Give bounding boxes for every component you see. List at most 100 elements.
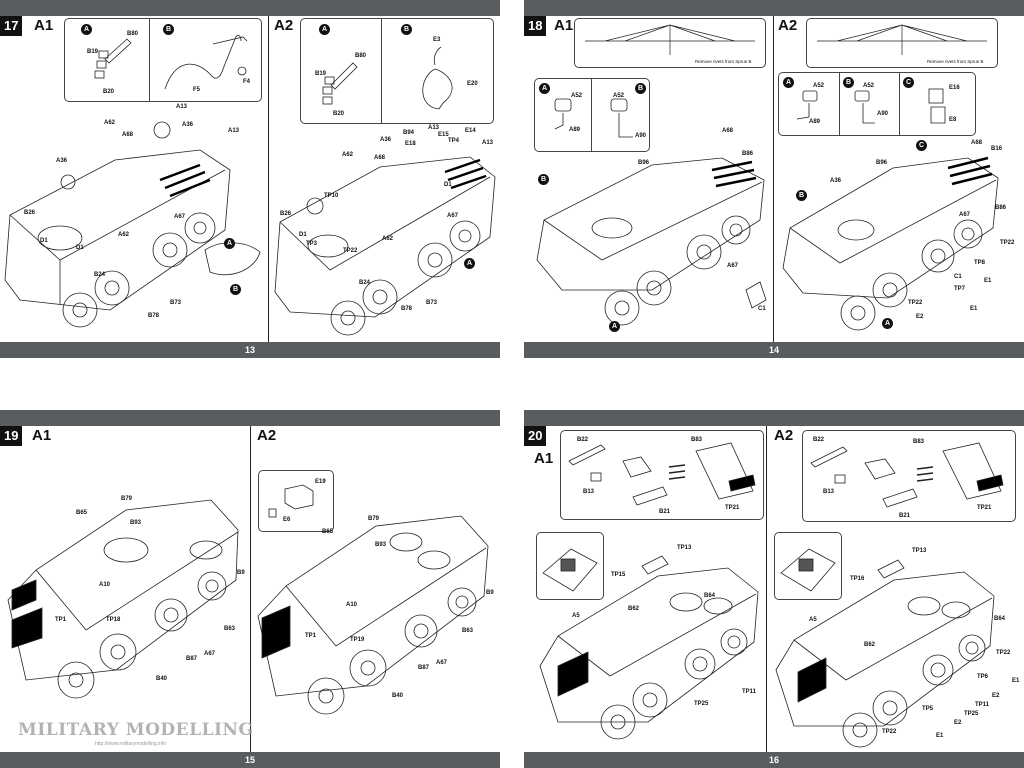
part-label: B86 <box>995 205 1007 211</box>
part-label: B63 <box>462 628 474 634</box>
parts-drawing <box>94 35 248 90</box>
part-label: E14 <box>465 128 476 134</box>
variant-title-a2: A2 <box>778 17 798 34</box>
part-label: B19 <box>315 71 327 77</box>
part-label: B21 <box>899 513 911 519</box>
part-label: D1 <box>40 238 48 244</box>
callout-b: B <box>163 24 174 35</box>
part-label: B78 <box>148 313 160 319</box>
part-label: E1 <box>970 306 978 312</box>
inset-drawing <box>780 548 836 592</box>
part-label: B80 <box>127 31 139 37</box>
part-label: TP21 <box>977 505 992 511</box>
part-label: A67 <box>447 213 459 219</box>
part-label: B40 <box>392 693 404 699</box>
part-label: F5 <box>193 87 201 93</box>
part-label: D1 <box>76 245 84 251</box>
page-number: 16 <box>524 752 1024 768</box>
part-label: B26 <box>24 210 36 216</box>
callout-a: A <box>464 258 475 269</box>
part-label: B62 <box>864 642 876 648</box>
part-label: A10 <box>346 602 358 608</box>
part-label: B13 <box>583 489 595 495</box>
part-label: B78 <box>401 306 413 312</box>
page-number: 13 <box>0 342 500 358</box>
step-number: 18 <box>524 16 547 36</box>
part-label: E3 <box>433 37 441 43</box>
callout-a: A <box>882 318 893 329</box>
part-label: E2 <box>992 693 1000 699</box>
detail-box: A B B19 B80 B20 E3 E20 <box>300 18 494 124</box>
parts-drawing <box>322 46 453 110</box>
detail-box: A B B19 B80 B20 F5 F4 <box>64 18 262 102</box>
part-label: A62 <box>104 120 116 126</box>
part-label: TP6 <box>977 674 989 680</box>
part-label: E2 <box>916 314 924 320</box>
part-label: A52 <box>863 83 875 89</box>
part-label: B20 <box>333 111 345 117</box>
part-label: B22 <box>813 437 825 443</box>
part-label: B40 <box>156 676 168 682</box>
instruction-page: 18 A1 A2 Remove rivets from Sprue B Remo… <box>524 0 1024 358</box>
part-label: TP25 <box>694 701 709 707</box>
part-label: B64 <box>994 616 1006 622</box>
step-number: 17 <box>0 16 23 36</box>
parts-drawing <box>554 98 633 138</box>
part-label: A10 <box>99 582 111 588</box>
part-label: B80 <box>355 53 367 59</box>
part-label: A67 <box>436 660 448 666</box>
callout-b: B <box>538 174 549 185</box>
part-label: E20 <box>467 81 478 87</box>
part-label: TP13 <box>677 545 692 551</box>
column-divider <box>250 426 251 752</box>
part-label: TP19 <box>350 637 365 643</box>
detail-box: Remove rivets from Sprue B <box>806 18 998 68</box>
variant-title-a1: A1 <box>554 17 574 34</box>
callout-b: B <box>796 190 807 201</box>
part-label: E1 <box>936 733 944 739</box>
part-label: E15 <box>438 132 449 138</box>
part-label: A52 <box>813 83 825 89</box>
part-label: TP16 <box>850 576 865 582</box>
watermark: MILITARY MODELLING <box>18 720 254 740</box>
part-label: A68 <box>722 128 734 134</box>
part-label: TP21 <box>725 505 740 511</box>
callout-b: B <box>401 24 412 35</box>
part-label: E2 <box>954 720 962 726</box>
part-label: B87 <box>186 656 198 662</box>
detail-box: E19 E6 <box>258 470 334 532</box>
inset-drawing <box>542 548 598 592</box>
part-label: B20 <box>103 89 115 95</box>
part-label: E6 <box>283 517 291 523</box>
part-label: TP11 <box>975 702 990 708</box>
part-label: B24 <box>94 272 106 278</box>
part-label: TP22 <box>1000 240 1015 246</box>
part-label: B19 <box>87 49 99 55</box>
header-bar <box>0 410 500 426</box>
part-label: A68 <box>374 155 386 161</box>
part-label: A67 <box>174 214 186 220</box>
step-number: 19 <box>0 426 23 446</box>
part-label: B94 <box>403 130 415 136</box>
part-label: TP22 <box>996 650 1011 656</box>
part-label: TP8 <box>974 260 986 266</box>
callout-a: A <box>224 238 235 249</box>
part-label: A13 <box>228 128 240 134</box>
part-label: E1 <box>1012 678 1020 684</box>
page-number: 15 <box>0 752 500 768</box>
part-label: B96 <box>876 160 888 166</box>
variant-title-a1: A1 <box>534 450 554 467</box>
step-number: 20 <box>524 426 547 446</box>
part-label: TP10 <box>324 193 339 199</box>
part-label: A67 <box>959 212 971 218</box>
part-label: A13 <box>482 140 494 146</box>
part-label: B65 <box>76 510 88 516</box>
part-label: B22 <box>577 437 589 443</box>
variant-title-a1: A1 <box>34 17 54 34</box>
part-label: B16 <box>991 146 1003 152</box>
parts-drawing <box>810 442 1004 508</box>
vehicle-drawing <box>775 559 995 748</box>
part-label: TP11 <box>742 689 757 695</box>
part-label: D1 <box>444 182 452 188</box>
inset-box <box>536 532 604 600</box>
